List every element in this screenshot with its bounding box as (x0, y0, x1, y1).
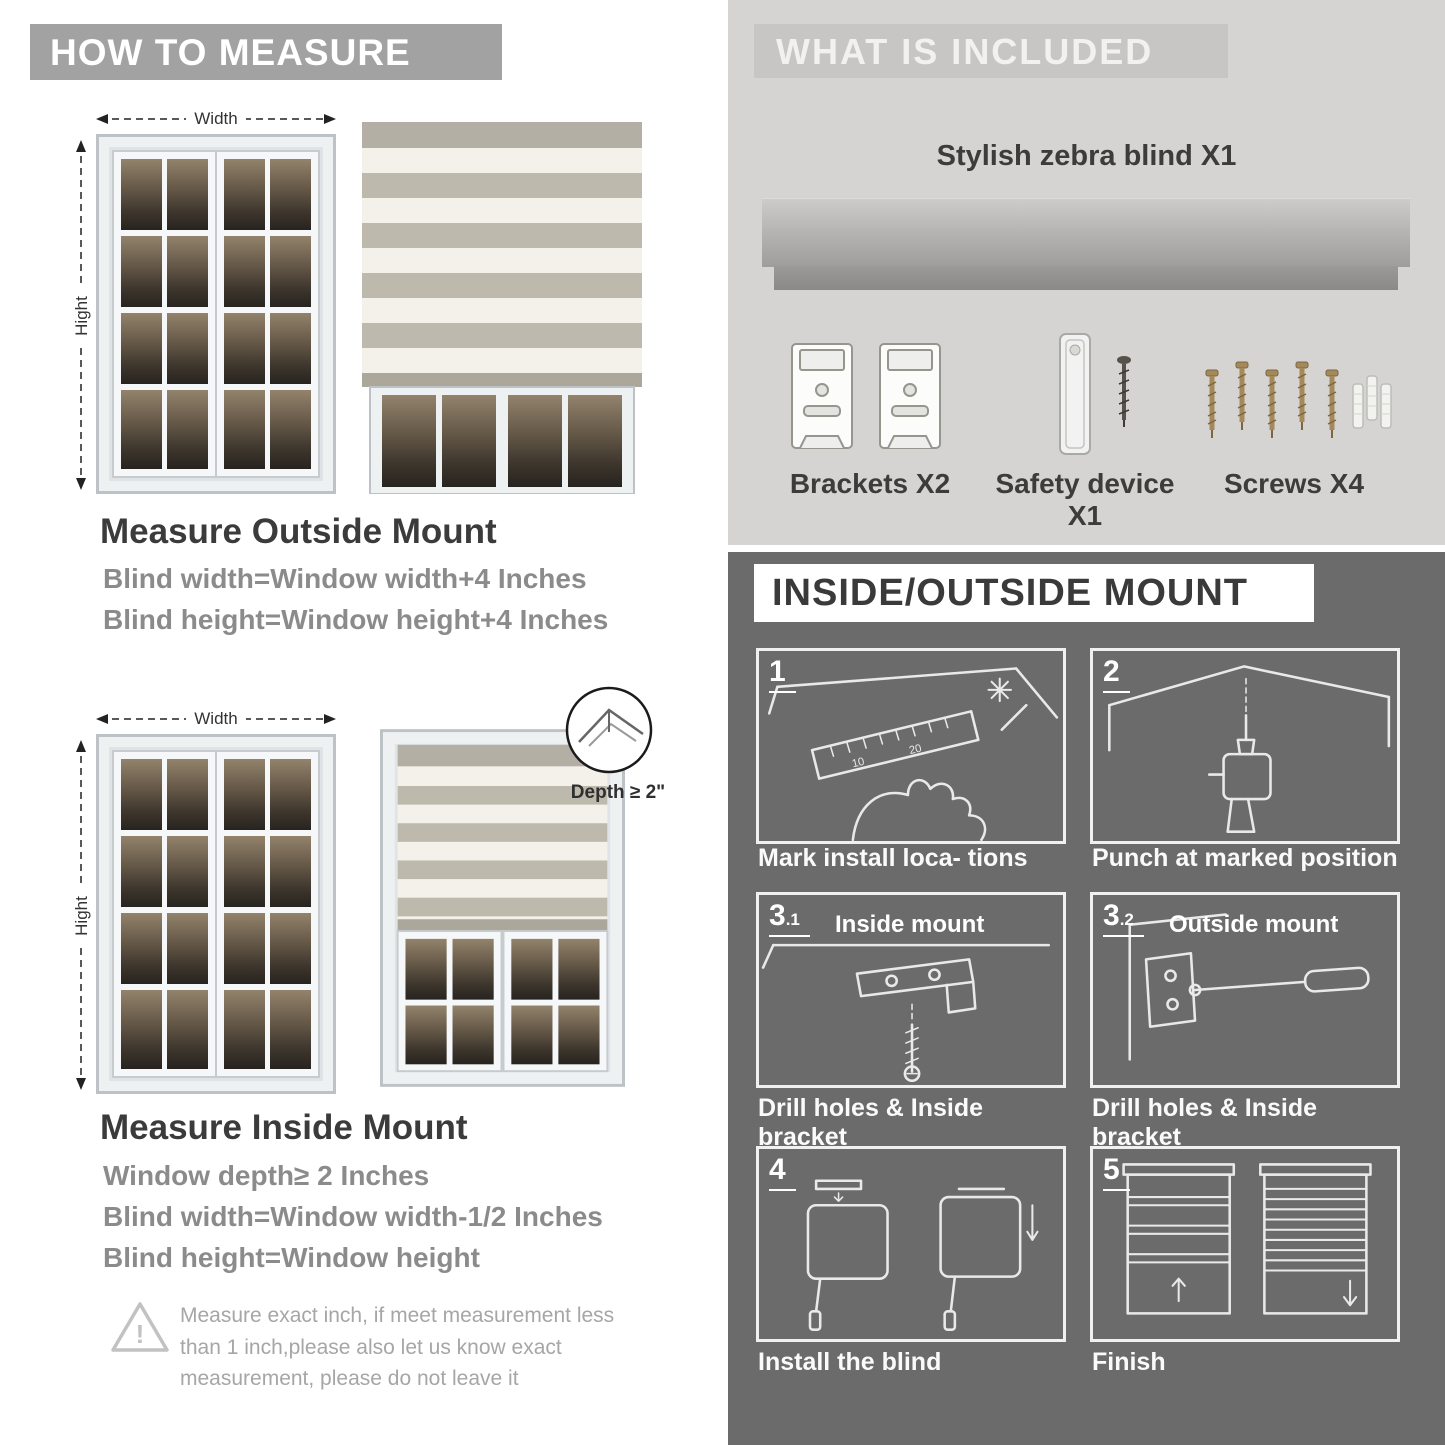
height-arrow: Hight (70, 740, 92, 1090)
step-3-2-caption: Drill holes & Inside bracket (1092, 1094, 1318, 1151)
outside-mount-title: Measure Outside Mount (100, 512, 497, 551)
step-number: 1 (769, 657, 796, 693)
svg-text:20: 20 (908, 743, 923, 758)
width-label: Width (194, 709, 237, 728)
step-number: 4 (769, 1155, 796, 1191)
how-to-measure-header: HOW TO MEASURE (30, 24, 502, 80)
depth-label: Depth ≥ 2" (570, 782, 666, 803)
mount-instructions-section: INSIDE/OUTSIDE MOUNT 10 20 1 (728, 552, 1445, 1445)
screws-icon (1198, 348, 1392, 462)
brackets-label: Brackets X2 (789, 468, 951, 499)
what-is-included-section: WHAT IS INCLUDED Stylish zebra blind X1 (728, 0, 1445, 545)
height-arrow: Hight (70, 140, 92, 490)
mount-header: INSIDE/OUTSIDE MOUNT (754, 564, 1314, 622)
inside-bracket-illustration (761, 943, 1050, 1083)
drill-illustration (1108, 665, 1391, 833)
step-1-box: 10 20 1 (756, 648, 1066, 844)
outside-width-formula: Blind width=Window width+4 Inches (103, 563, 587, 594)
step-5-caption: Finish (1092, 1348, 1166, 1376)
svg-text:10: 10 (851, 756, 866, 771)
blind-quantity-label: Stylish zebra blind X1 (936, 140, 1237, 172)
inside-width-formula: Blind width=Window width-1/2 Inches (103, 1201, 603, 1232)
step-1-caption: Mark install loca- tions (758, 844, 1028, 872)
inside-depth-formula: Window depth≥ 2 Inches (103, 1160, 430, 1191)
step-3-2-title: Outside mount (1169, 911, 1339, 938)
step-3-1-caption: Drill holes & Inside bracket (758, 1094, 984, 1151)
step-3-1-box: 3.1 Inside mount (756, 892, 1066, 1088)
safety-device-icon (1059, 333, 1131, 455)
width-arrow: Width (96, 108, 336, 130)
step-3-1-title: Inside mount (835, 911, 985, 938)
install-blind-illustration (806, 1179, 1039, 1331)
outside-bracket-illustration (1128, 913, 1370, 1061)
step-4-box: 4 (756, 1146, 1066, 1342)
zebra-blind-outside-illustration (362, 122, 642, 494)
step-4-caption: Install the blind (758, 1348, 942, 1376)
step-2-caption: Punch at marked position (1092, 844, 1398, 872)
width-label: Width (194, 109, 237, 128)
finish-illustration (1122, 1163, 1372, 1315)
step-3-2-box: 3.2 Outside mount (1090, 892, 1400, 1088)
step-number: 3.1 (769, 901, 810, 937)
right-column: WHAT IS INCLUDED Stylish zebra blind X1 (728, 0, 1445, 1445)
screws-label: Screws X4 (1223, 468, 1365, 499)
zebra-blind-inside-illustration (380, 729, 625, 1087)
safety-device-label: Safety device X1 (995, 468, 1175, 531)
step-2-box: 2 (1090, 648, 1400, 844)
step-number: 2 (1103, 657, 1130, 693)
height-label: Hight (72, 896, 91, 936)
step-number: 3.2 (1103, 901, 1144, 937)
window-illustration (96, 734, 336, 1094)
svg-text:!: ! (136, 1319, 145, 1349)
outside-height-formula: Blind height=Window height+4 Inches (103, 604, 609, 635)
how-to-measure-section: HOW TO MEASURE Width Hight (0, 0, 716, 1445)
step-5-box: 5 (1090, 1146, 1400, 1342)
what-is-included-header: WHAT IS INCLUDED (754, 24, 1228, 78)
outside-mount-figure: Width Hight (0, 100, 716, 510)
brackets-icon (791, 343, 941, 449)
depth-detail-circle-icon (565, 686, 653, 774)
step-number: 5 (1103, 1155, 1130, 1191)
inside-mount-figure: Width Hight (0, 686, 716, 1110)
height-label: Hight (72, 296, 91, 336)
window-illustration (96, 134, 336, 494)
blind-cassette-lip (774, 266, 1398, 290)
mark-location-illustration: 10 20 (767, 667, 1059, 841)
inside-height-formula: Blind height=Window height (103, 1242, 480, 1273)
inside-mount-title: Measure Inside Mount (100, 1108, 468, 1147)
width-arrow: Width (96, 708, 336, 730)
blind-cassette-illustration (762, 198, 1410, 267)
measure-note: Measure exact inch, if meet measurement … (180, 1304, 615, 1390)
warning-triangle-icon: ! (111, 1302, 169, 1352)
